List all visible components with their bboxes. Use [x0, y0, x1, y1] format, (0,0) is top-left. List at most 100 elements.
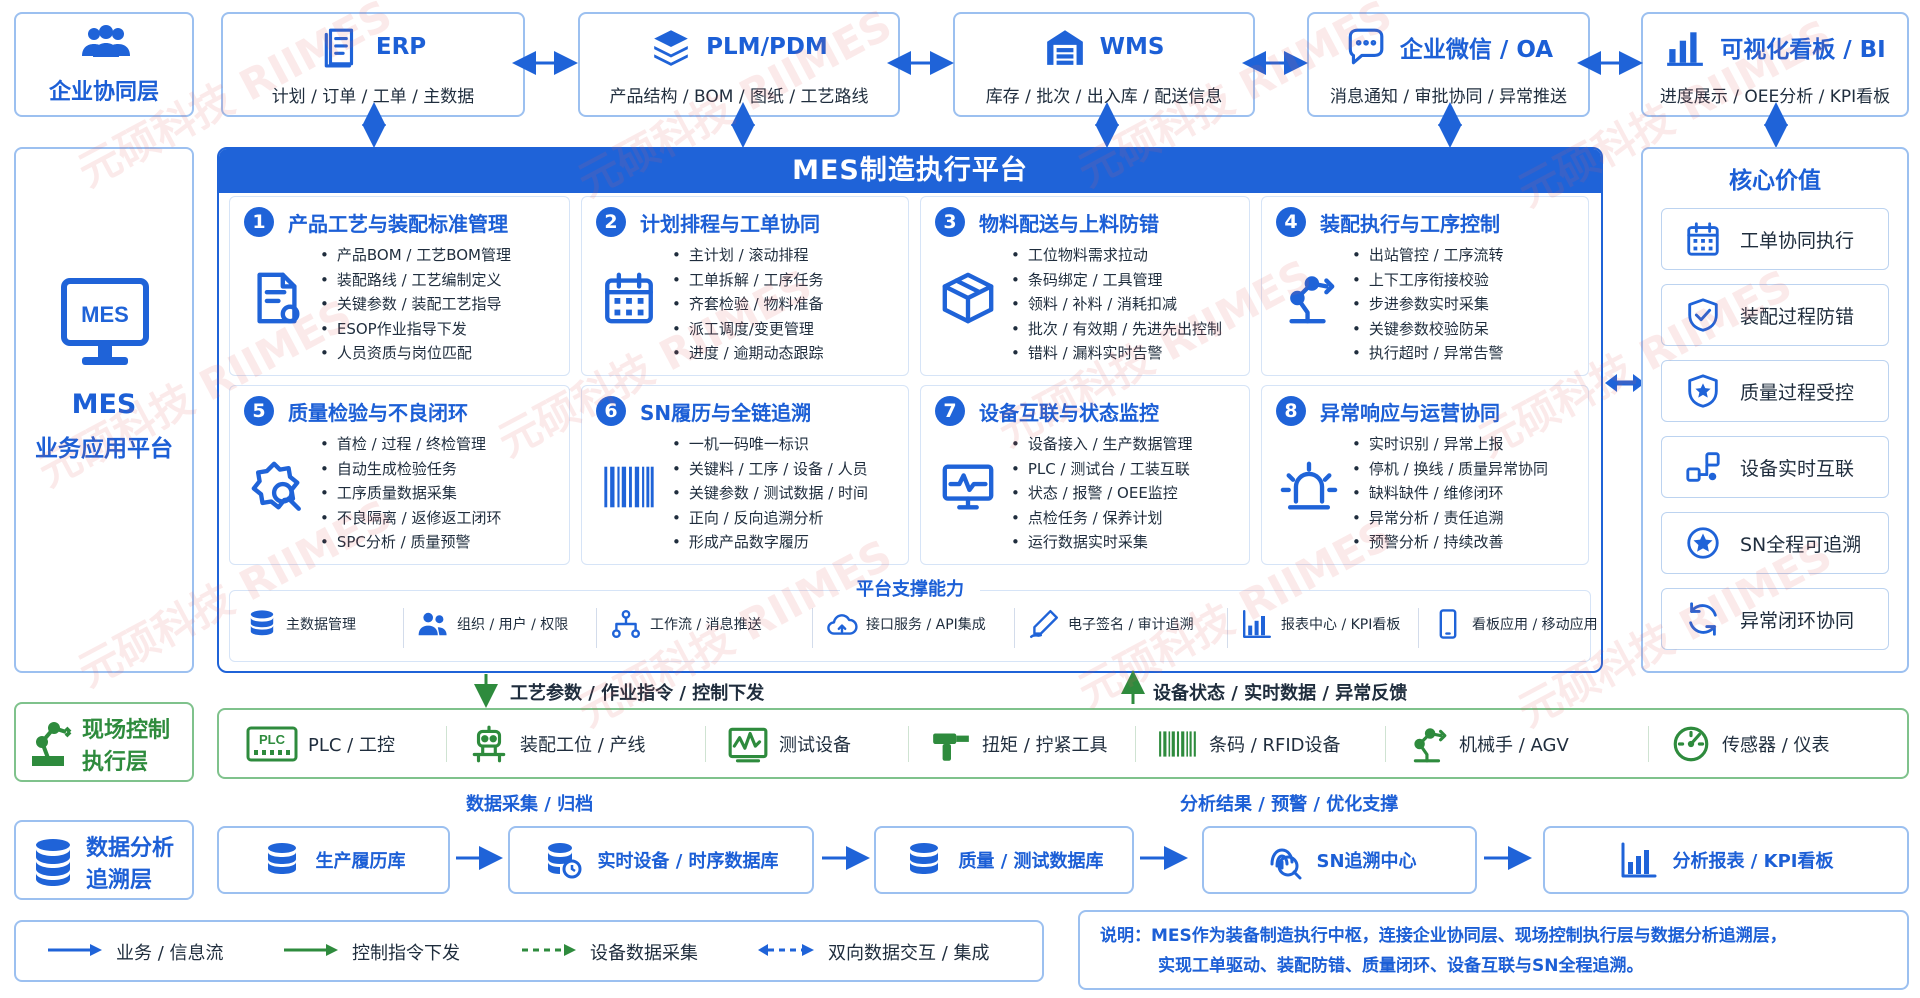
shield-star-icon: [1684, 372, 1722, 410]
module-item: 异常分析 / 责任追溯: [1352, 506, 1548, 531]
module-number: 6: [596, 396, 626, 426]
control-item-1[interactable]: PLC PLC / 工控: [246, 722, 395, 766]
system-box-2[interactable]: PLM/PDM 产品结构 / BOM / 图纸 / 工艺路线: [578, 12, 900, 117]
data-box-label: 分析报表 / KPI看板: [1672, 851, 1834, 872]
value-item-label: 异常闭环协同: [1740, 609, 1855, 632]
module-title: 设备互联与状态监控: [979, 400, 1159, 425]
module-item: ESOP作业指导下发: [320, 317, 511, 342]
data-box-3[interactable]: 质量 / 测试数据库: [874, 826, 1134, 894]
module-card-7[interactable]: 7设备互联与状态监控设备接入 / 生产数据管理PLC / 测试台 / 工装互联状…: [920, 385, 1250, 565]
module-item: 上下工序衔接校验: [1352, 268, 1503, 293]
module-item-list: 设备接入 / 生产数据管理PLC / 测试台 / 工装互联状态 / 报警 / O…: [1011, 432, 1193, 555]
data-layer-title-1: 数据分析: [86, 836, 175, 861]
legend-label: 设备数据采集: [590, 943, 698, 964]
module-item: 装配路线 / 工艺编制定义: [320, 268, 511, 293]
control-item-2[interactable]: 装配工位 / 产线: [468, 722, 646, 766]
control-item-4[interactable]: 扭矩 / 拧紧工具: [930, 722, 1108, 766]
module-item: 关键参数校验防呆: [1352, 317, 1503, 342]
support-item-4[interactable]: 接口服务 / API集成: [826, 608, 986, 640]
support-item-3[interactable]: 工作流 / 消息推送: [610, 608, 762, 640]
value-item-1[interactable]: 工单协同执行: [1661, 208, 1889, 270]
value-item-label: SN全程可追溯: [1740, 533, 1862, 556]
device-link-icon: [1684, 448, 1722, 486]
collab-layer-title: 企业协同层: [48, 80, 159, 105]
module-card-4[interactable]: 4装配执行与工序控制出站管控 / 工序流转上下工序衔接校验步进参数实时采集关键参…: [1261, 196, 1589, 376]
support-item-1[interactable]: 主数据管理: [246, 608, 356, 640]
support-item-7[interactable]: 看板应用 / 移动应用: [1432, 608, 1598, 640]
control-divider: [446, 726, 447, 762]
module-card-6[interactable]: 6SN履历与全链追溯一机一码唯一标识关键料 / 工序 / 设备 / 人员关键参数…: [581, 385, 909, 565]
control-divider: [1385, 726, 1386, 762]
module-item: 派工调度/变更管理: [672, 317, 823, 342]
database-clock-icon: [543, 840, 583, 880]
module-item: 实时识别 / 异常上报: [1352, 432, 1548, 457]
module-title: SN履历与全链追溯: [640, 400, 812, 425]
control-divider: [705, 726, 706, 762]
support-divider: [1227, 608, 1228, 648]
module-item: 产品BOM / 工艺BOM管理: [320, 243, 511, 268]
plc-icon: PLC: [246, 726, 298, 762]
value-item-5[interactable]: SN全程可追溯: [1661, 512, 1889, 574]
control-item-3[interactable]: 测试设备: [727, 722, 851, 766]
module-title: 产品工艺与装配标准管理: [288, 211, 508, 236]
workflow-icon: [610, 608, 642, 640]
support-divider: [1014, 608, 1015, 648]
module-card-2[interactable]: 2计划排程与工单协同主计划 / 滚动排程工单拆解 / 工序任务齐套检验 / 物料…: [581, 196, 909, 376]
support-item-2[interactable]: 组织 / 用户 / 权限: [417, 608, 568, 640]
legend-item-2: 控制指令下发: [282, 939, 460, 965]
value-item-4[interactable]: 设备实时互联: [1661, 436, 1889, 498]
system-desc: 进度展示 / OEE分析 / KPI看板: [1659, 87, 1891, 107]
data-box-2[interactable]: 实时设备 / 时序数据库: [508, 826, 814, 894]
support-item-5[interactable]: 电子签名 / 审计追溯: [1028, 608, 1194, 640]
value-item-6[interactable]: 异常闭环协同: [1661, 588, 1889, 650]
module-item: 工单拆解 / 工序任务: [672, 268, 824, 293]
control-item-6[interactable]: 机械手 / AGV: [1407, 722, 1569, 766]
mes-app-platform-box: MES MES 业务应用平台: [14, 147, 194, 673]
system-header: ERP: [223, 26, 523, 68]
value-item-2[interactable]: 装配过程防错: [1661, 284, 1889, 346]
module-title: 计划排程与工单协同: [640, 211, 820, 236]
system-name: 企业微信 / OA: [1399, 37, 1554, 63]
control-item-label: 扭矩 / 拧紧工具: [982, 735, 1108, 756]
system-desc: 产品结构 / BOM / 图纸 / 工艺路线: [609, 87, 869, 107]
module-card-5[interactable]: 5质量检验与不良闭环首检 / 过程 / 终检管理自动生成检验任务工序质量数据采集…: [229, 385, 570, 565]
robot-arm-icon: [1280, 269, 1338, 327]
support-divider: [596, 608, 597, 648]
data-box-5[interactable]: 分析报表 / KPI看板: [1543, 826, 1909, 894]
database-icon: [904, 840, 944, 880]
legend-box: [14, 920, 1044, 982]
support-title: 平台支撑能力: [840, 575, 980, 601]
module-item: 工序质量数据采集: [320, 481, 501, 506]
module-item: 状态 / 报警 / OEE监控: [1011, 481, 1192, 506]
data-box-label: 质量 / 测试数据库: [958, 851, 1104, 872]
legend-item-1: 业务 / 信息流: [46, 939, 224, 965]
value-item-label: 设备实时互联: [1740, 457, 1855, 480]
control-item-5[interactable]: 条码 / RFID设备: [1157, 722, 1341, 766]
collab-layer-label-box: 企业协同层: [14, 12, 194, 117]
system-header: 可视化看板 / BI: [1643, 26, 1907, 68]
module-card-1[interactable]: 1产品工艺与装配标准管理产品BOM / 工艺BOM管理装配路线 / 工艺编制定义…: [229, 196, 570, 376]
document-list-icon: [320, 26, 362, 68]
data-box-1[interactable]: 生产履历库: [217, 826, 450, 894]
module-card-8[interactable]: 8异常响应与运营协同实时识别 / 异常上报停机 / 换线 / 质量异常协同缺料缺…: [1261, 385, 1589, 565]
control-item-label: PLC / 工控: [308, 735, 395, 756]
quality-search-icon: [248, 458, 306, 516]
module-item: 一机一码唯一标识: [672, 432, 868, 457]
value-item-3[interactable]: 质量过程受控: [1661, 360, 1889, 422]
warehouse-icon: [1044, 26, 1086, 68]
data-box-4[interactable]: SN追溯中心: [1202, 826, 1477, 894]
module-card-3[interactable]: 3物料配送与上料防错工位物料需求拉动条码绑定 / 工具管理领料 / 补料 / 消…: [920, 196, 1250, 376]
control-item-7[interactable]: 传感器 / 仪表: [1670, 722, 1830, 766]
support-item-6[interactable]: 报表中心 / KPI看板: [1241, 608, 1400, 640]
data-box-label: 实时设备 / 时序数据库: [597, 851, 779, 872]
control-layer-title-2: 执行层: [82, 750, 149, 775]
module-title: 装配执行与工序控制: [1320, 211, 1500, 236]
system-name: PLM/PDM: [706, 34, 828, 60]
platform-value-connector: [1605, 374, 1645, 392]
alarm-light-icon: [1280, 458, 1338, 516]
cloud-icon: [826, 608, 858, 640]
users-icon: [417, 608, 449, 640]
